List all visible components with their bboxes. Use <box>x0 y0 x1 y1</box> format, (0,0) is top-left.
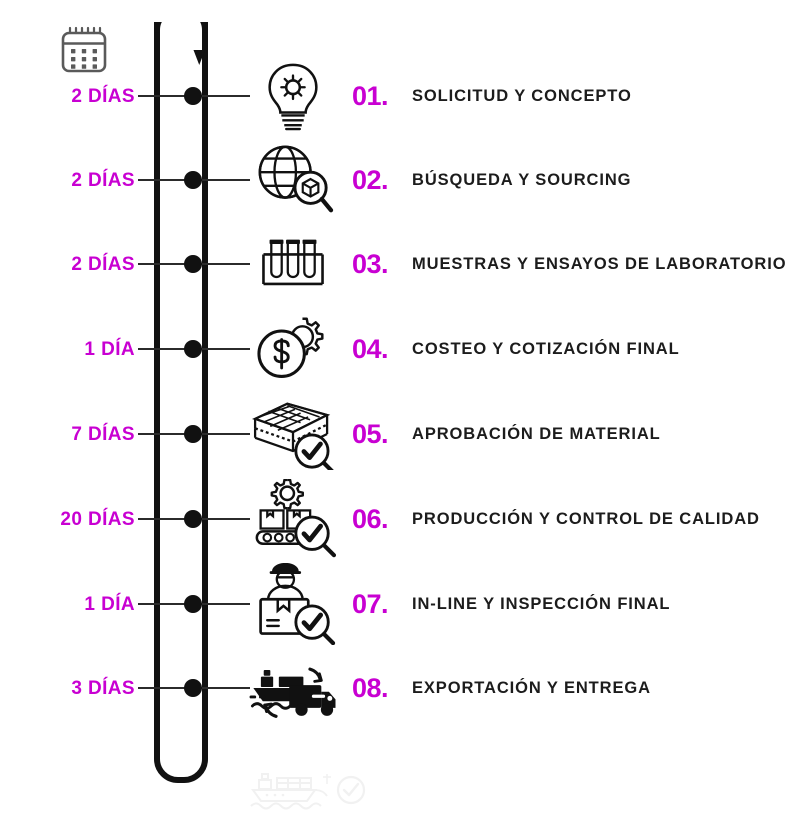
duration-wrap: 7 DÍAS <box>0 392 135 476</box>
step-number: 02. <box>352 164 389 195</box>
calendar-icon <box>58 24 110 76</box>
step-text: 03. MUESTRAS Y ENSAYOS DE LABORATORIO <box>352 222 786 306</box>
step-title: EXPORTACIÓN Y ENTREGA <box>412 678 651 697</box>
test-tubes-rack-icon <box>243 222 343 306</box>
step-number: 04. <box>352 333 389 364</box>
timeline-node-dot <box>184 425 202 443</box>
duration-label: 2 DÍAS <box>71 85 135 107</box>
timeline-node-dot <box>184 679 202 697</box>
duration-label: 1 DÍA <box>84 338 135 360</box>
timeline-row: 20 DÍAS <box>0 477 800 561</box>
timeline-node-dot <box>184 510 202 528</box>
duration-wrap: 3 DÍAS <box>0 646 135 730</box>
timeline-row: 2 DÍAS 01. SOLICITUD Y CONCEPTO <box>0 54 800 138</box>
step-title: BÚSQUEDA Y SOURCING <box>412 170 632 189</box>
timeline-node-dot <box>184 595 202 613</box>
dollar-coin-gear-icon <box>243 307 343 391</box>
step-text: 01. SOLICITUD Y CONCEPTO <box>352 54 632 138</box>
step-title: IN-LINE Y INSPECCIÓN FINAL <box>412 594 671 613</box>
duration-label: 1 DÍA <box>84 593 135 615</box>
duration-wrap: 2 DÍAS <box>0 222 135 306</box>
timeline-node-dot <box>184 340 202 358</box>
duration-wrap: 2 DÍAS <box>0 54 135 138</box>
ship-truck-delivery-icon <box>243 646 343 730</box>
cargo-ship-check-watermark <box>243 766 373 812</box>
duration-wrap: 2 DÍAS <box>0 138 135 222</box>
step-number: 05. <box>352 418 389 449</box>
step-number: 01. <box>352 80 389 111</box>
duration-label: 2 DÍAS <box>71 253 135 275</box>
step-text: 08. EXPORTACIÓN Y ENTREGA <box>352 646 651 730</box>
duration-wrap: 20 DÍAS <box>0 477 135 561</box>
timeline-node-dot <box>184 87 202 105</box>
timeline-row: 2 DÍAS 03. MUESTRAS Y ENSAYOS DE <box>0 222 800 306</box>
step-number: 08. <box>352 672 389 703</box>
duration-label: 20 DÍAS <box>60 508 135 530</box>
timeline-node-dot <box>184 255 202 273</box>
step-title: COSTEO Y COTIZACIÓN FINAL <box>412 339 680 358</box>
timeline-row: 1 DÍA 04. COSTEO Y COTIZACIÓN FINAL <box>0 307 800 391</box>
fabric-swatch-check-icon <box>243 392 343 476</box>
conveyor-gear-check-icon <box>243 477 343 561</box>
step-text: 06. PRODUCCIÓN Y CONTROL DE CALIDAD <box>352 477 760 561</box>
step-number: 07. <box>352 588 389 619</box>
duration-label: 2 DÍAS <box>71 169 135 191</box>
duration-wrap: 1 DÍA <box>0 307 135 391</box>
inspector-box-check-icon <box>243 562 343 646</box>
step-text: 04. COSTEO Y COTIZACIÓN FINAL <box>352 307 680 391</box>
timeline-row: 1 DÍA <box>0 562 800 646</box>
lightbulb-gear-icon <box>243 54 343 138</box>
timeline-row: 2 DÍAS 02. BÚSQUEDA <box>0 138 800 222</box>
step-title: MUESTRAS Y ENSAYOS DE LABORATORIO <box>412 254 787 273</box>
step-number: 03. <box>352 248 389 279</box>
duration-label: 3 DÍAS <box>71 677 135 699</box>
step-title: APROBACIÓN DE MATERIAL <box>412 424 661 443</box>
step-text: 05. APROBACIÓN DE MATERIAL <box>352 392 661 476</box>
timeline-node-dot <box>184 171 202 189</box>
duration-wrap: 1 DÍA <box>0 562 135 646</box>
step-text: 02. BÚSQUEDA Y SOURCING <box>352 138 631 222</box>
step-number: 06. <box>352 503 389 534</box>
globe-magnifier-box-icon <box>243 138 343 222</box>
step-title: PRODUCCIÓN Y CONTROL DE CALIDAD <box>412 509 760 528</box>
timeline-row: 3 DÍAS <box>0 646 800 730</box>
step-title: SOLICITUD Y CONCEPTO <box>412 86 632 105</box>
step-text: 07. IN-LINE Y INSPECCIÓN FINAL <box>352 562 670 646</box>
timeline-row: 7 DÍAS 05. A <box>0 392 800 476</box>
duration-label: 7 DÍAS <box>71 423 135 445</box>
